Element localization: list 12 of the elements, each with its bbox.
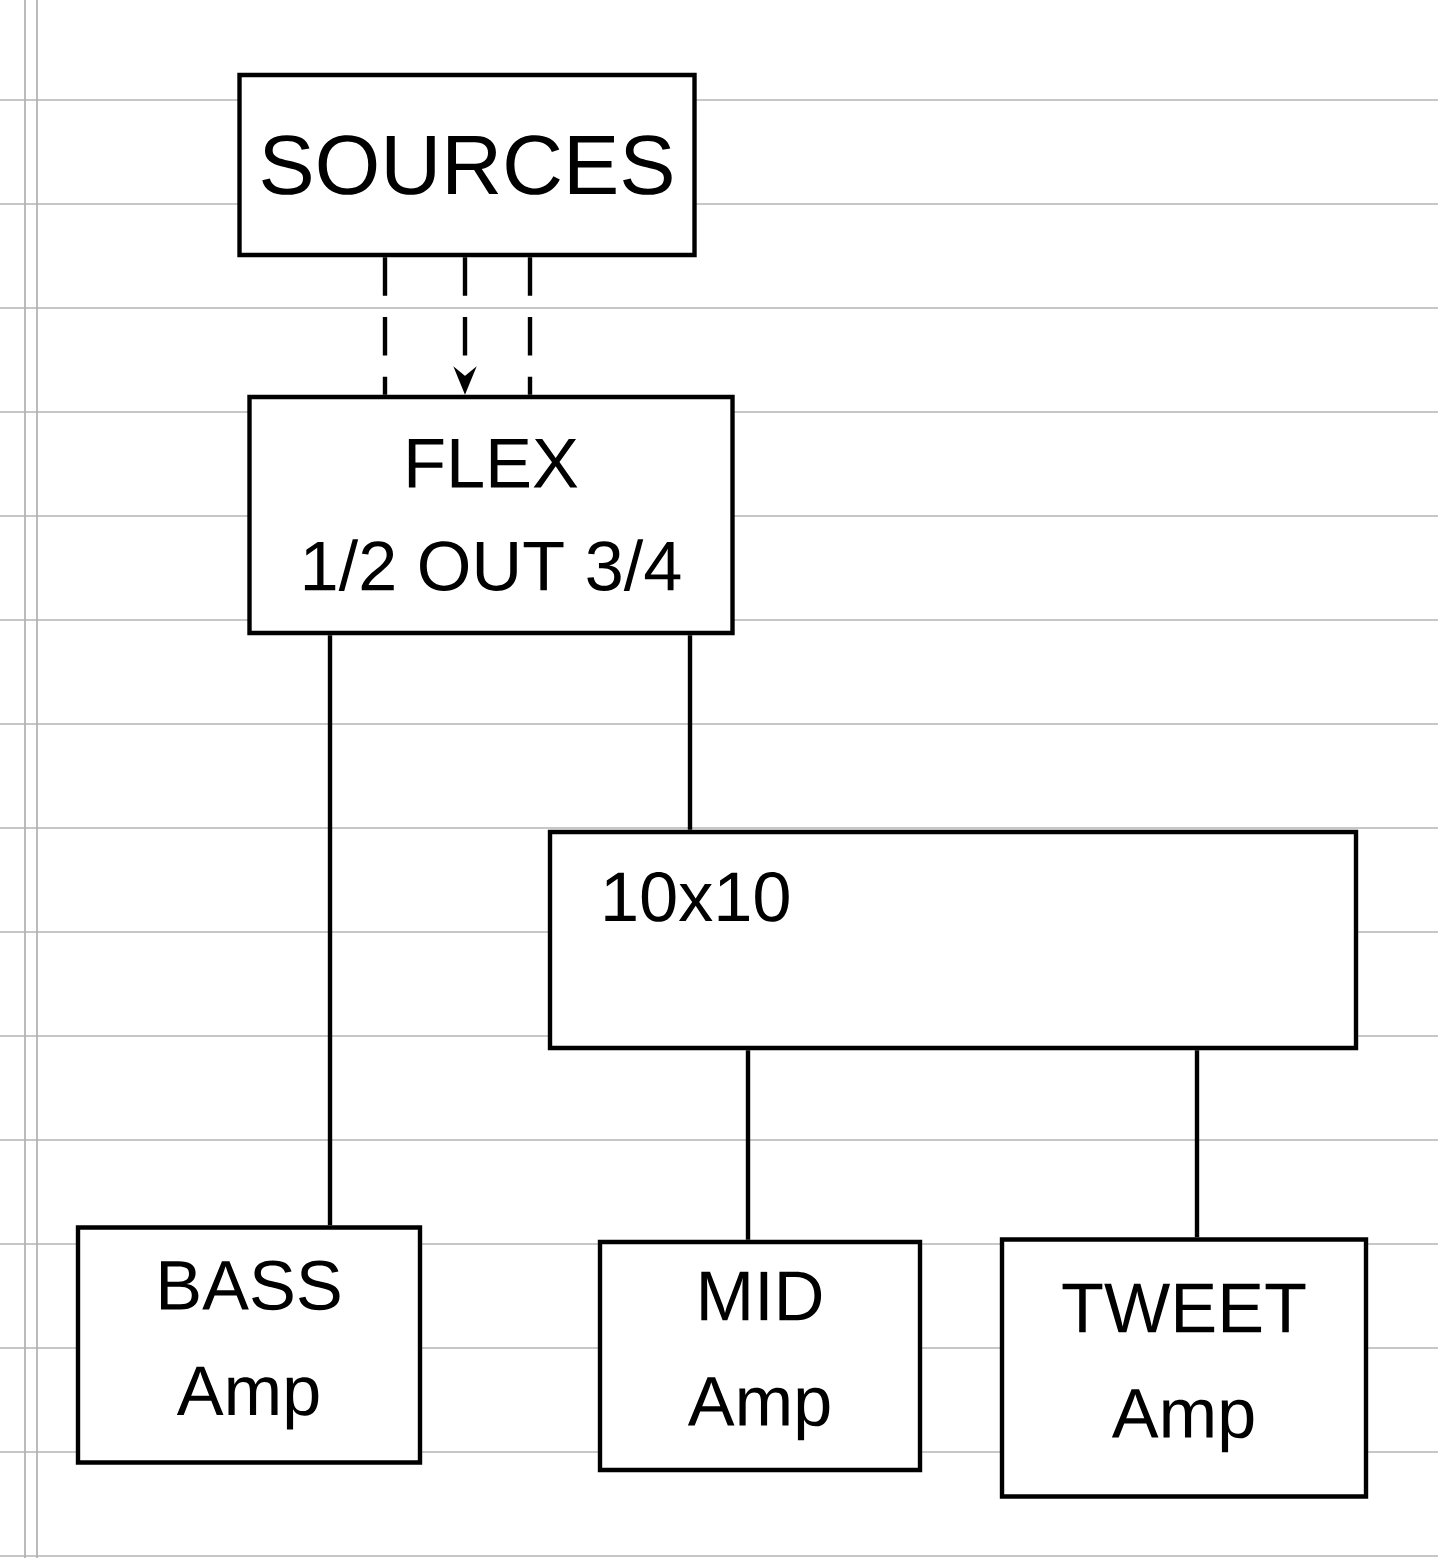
component-box: SOURCES (237, 72, 697, 258)
component-box: FLEX 1/2 OUT 3/4 (247, 394, 735, 636)
connector-line (687, 635, 693, 830)
dashed-connector-line (382, 257, 388, 395)
dashed-connector-line (527, 257, 533, 395)
component-box: BASS Amp (75, 1225, 423, 1465)
component-box: MID Amp (597, 1239, 923, 1473)
component-box: TWEET Amp (999, 1237, 1369, 1499)
component-box: 10x10 (547, 829, 1359, 1051)
connector-line (1194, 1050, 1200, 1238)
connector-line (745, 1050, 751, 1240)
connector-line (327, 635, 333, 1226)
